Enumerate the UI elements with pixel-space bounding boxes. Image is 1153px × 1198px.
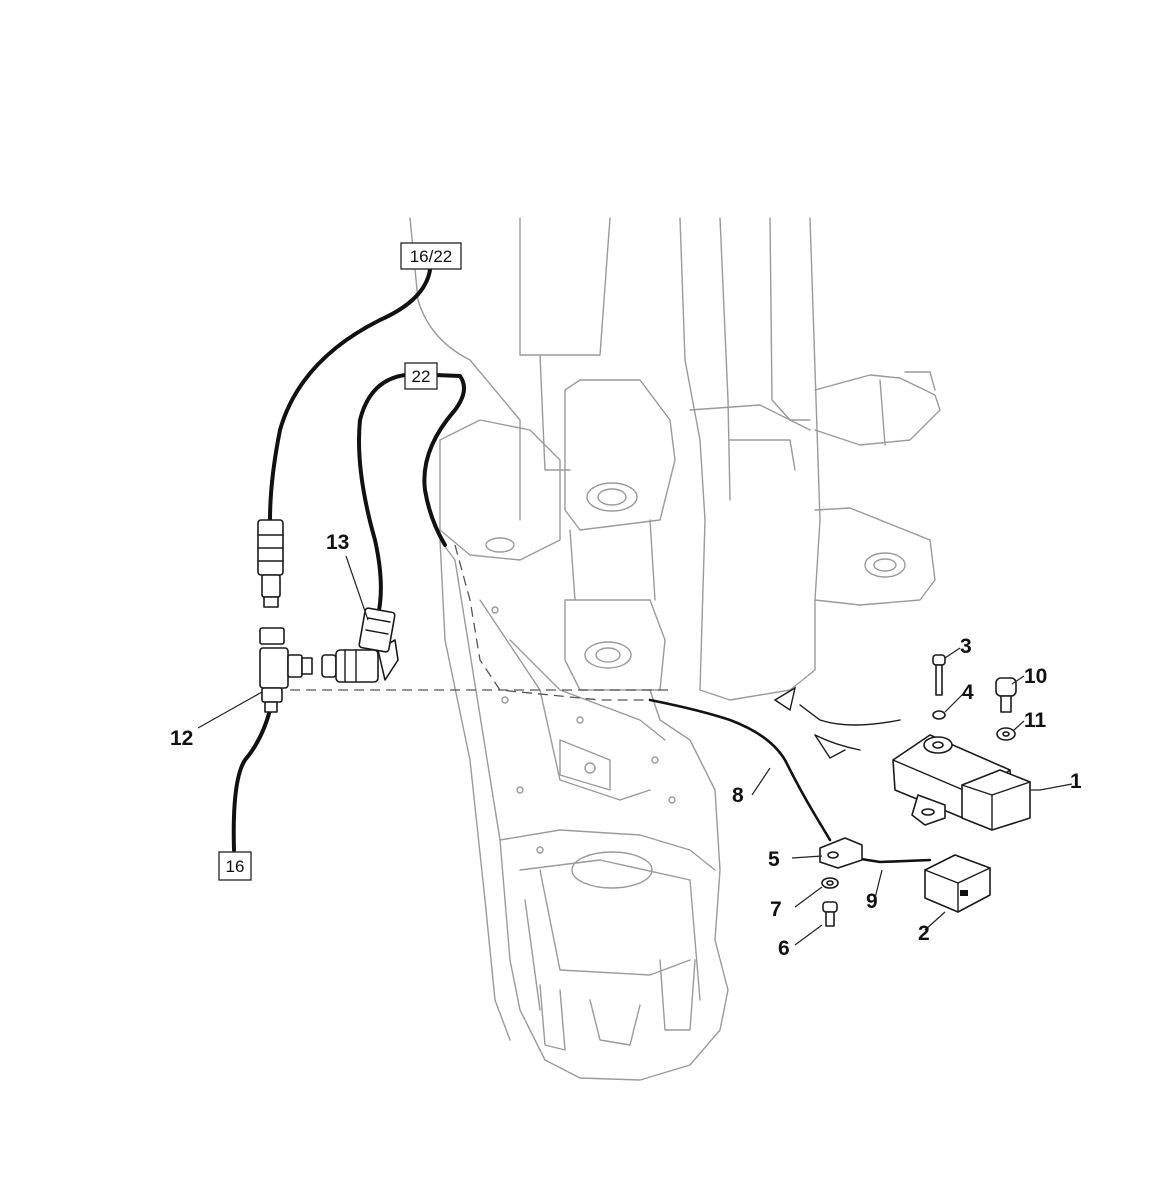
callout-5: 5 bbox=[768, 848, 780, 871]
callout-4: 4 bbox=[962, 681, 974, 704]
callout-9: 9 bbox=[866, 890, 878, 913]
ref-box-16-22: 16/22 bbox=[400, 242, 462, 270]
cable-8 bbox=[648, 698, 832, 842]
ref-box-16: 16 bbox=[218, 851, 252, 881]
module-part-2 bbox=[924, 854, 991, 913]
clip-part-5 bbox=[819, 837, 863, 869]
callout-11: 11 bbox=[1024, 709, 1047, 732]
washer-part-11 bbox=[996, 727, 1016, 741]
callout-6: 6 bbox=[778, 937, 790, 960]
cable-22-left bbox=[357, 373, 407, 617]
ref-16-label: 16 bbox=[226, 857, 245, 876]
washer-part-7 bbox=[821, 877, 839, 889]
callout-10: 10 bbox=[1024, 665, 1047, 688]
rotation-arrow-icon bbox=[773, 686, 901, 759]
washer-part-4 bbox=[932, 710, 946, 720]
bolt-part-10 bbox=[995, 677, 1017, 713]
callout-12: 12 bbox=[170, 727, 193, 750]
pressure-sensor-part-13 bbox=[321, 607, 399, 683]
machine-frame bbox=[409, 217, 941, 1081]
screw-part-6 bbox=[822, 901, 838, 927]
callout-7: 7 bbox=[770, 898, 782, 921]
t-fitting-part-12 bbox=[259, 627, 313, 713]
callout-13: 13 bbox=[326, 531, 349, 554]
callout-1: 1 bbox=[1070, 770, 1082, 793]
hidden-routing bbox=[290, 544, 670, 701]
cable-9 bbox=[853, 856, 932, 864]
cable-16-22 bbox=[268, 268, 432, 522]
cable-16 bbox=[231, 708, 272, 852]
screw-part-3 bbox=[932, 654, 946, 696]
callout-2: 2 bbox=[918, 922, 930, 945]
ref-box-22: 22 bbox=[404, 362, 438, 390]
plug-connector bbox=[257, 519, 284, 608]
leader-lines bbox=[197, 555, 1073, 946]
ref-22-label: 22 bbox=[412, 367, 431, 386]
cables bbox=[231, 268, 932, 864]
sensor-housing-part-1 bbox=[892, 734, 1031, 831]
callouts: 1 2 3 4 5 6 7 8 9 10 11 12 13 bbox=[170, 531, 1082, 960]
ref-16-22-label: 16/22 bbox=[410, 247, 453, 266]
callout-8: 8 bbox=[732, 784, 744, 807]
callout-3: 3 bbox=[960, 635, 972, 658]
reference-boxes: 16/22 22 16 bbox=[218, 242, 462, 881]
cable-22-right bbox=[422, 373, 466, 547]
